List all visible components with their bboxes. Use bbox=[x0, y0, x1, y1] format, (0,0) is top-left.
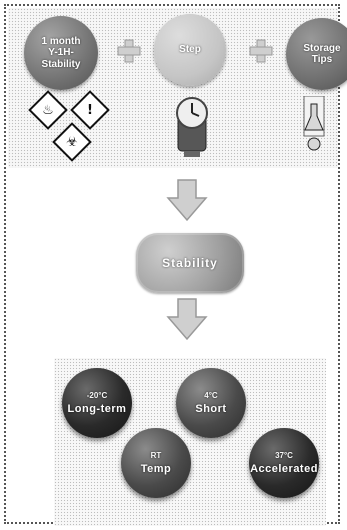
result-circle-2: 4°C Short bbox=[176, 368, 246, 438]
result-circle-4: 37°C Accelerated bbox=[249, 428, 319, 498]
plus-icon bbox=[249, 39, 273, 63]
result-circle-3-main: Temp bbox=[140, 463, 172, 475]
top-circle-3-line1: Storage bbox=[303, 42, 341, 54]
flask-icon bbox=[303, 96, 325, 151]
result-circle-2-top: 4°C bbox=[204, 391, 218, 400]
result-circle-2-main: Short bbox=[195, 403, 227, 415]
arrow-down-icon bbox=[166, 298, 208, 341]
top-circle-3-line2: Tips bbox=[311, 54, 333, 65]
clock-icon bbox=[176, 97, 208, 157]
middle-step-label: Stability bbox=[162, 256, 218, 270]
top-circle-2-line1: Step bbox=[179, 44, 201, 56]
top-circle-1-line1: 1 month bbox=[41, 35, 81, 47]
result-circle-1: -20°C Long-term bbox=[62, 368, 132, 438]
top-circle-1-line2: Y-1H- bbox=[48, 47, 74, 59]
result-circle-4-top: 37°C bbox=[275, 451, 293, 460]
result-circle-1-top: -20°C bbox=[86, 391, 108, 400]
top-circle-3: Storage Tips bbox=[286, 18, 347, 90]
plus-icon bbox=[117, 39, 141, 63]
result-circle-3: RT Temp bbox=[121, 428, 191, 498]
top-circle-2: Step bbox=[154, 14, 226, 86]
result-circle-4-main: Accelerated bbox=[250, 463, 318, 475]
top-circle-1: 1 month Y-1H- Stability bbox=[24, 16, 98, 90]
arrow-down-icon bbox=[166, 179, 208, 222]
top-circle-1-line3: Stability bbox=[41, 58, 81, 70]
result-circle-1-main: Long-term bbox=[67, 403, 127, 415]
middle-step-pill: Stability bbox=[136, 233, 244, 293]
result-circle-3-top: RT bbox=[150, 451, 162, 460]
